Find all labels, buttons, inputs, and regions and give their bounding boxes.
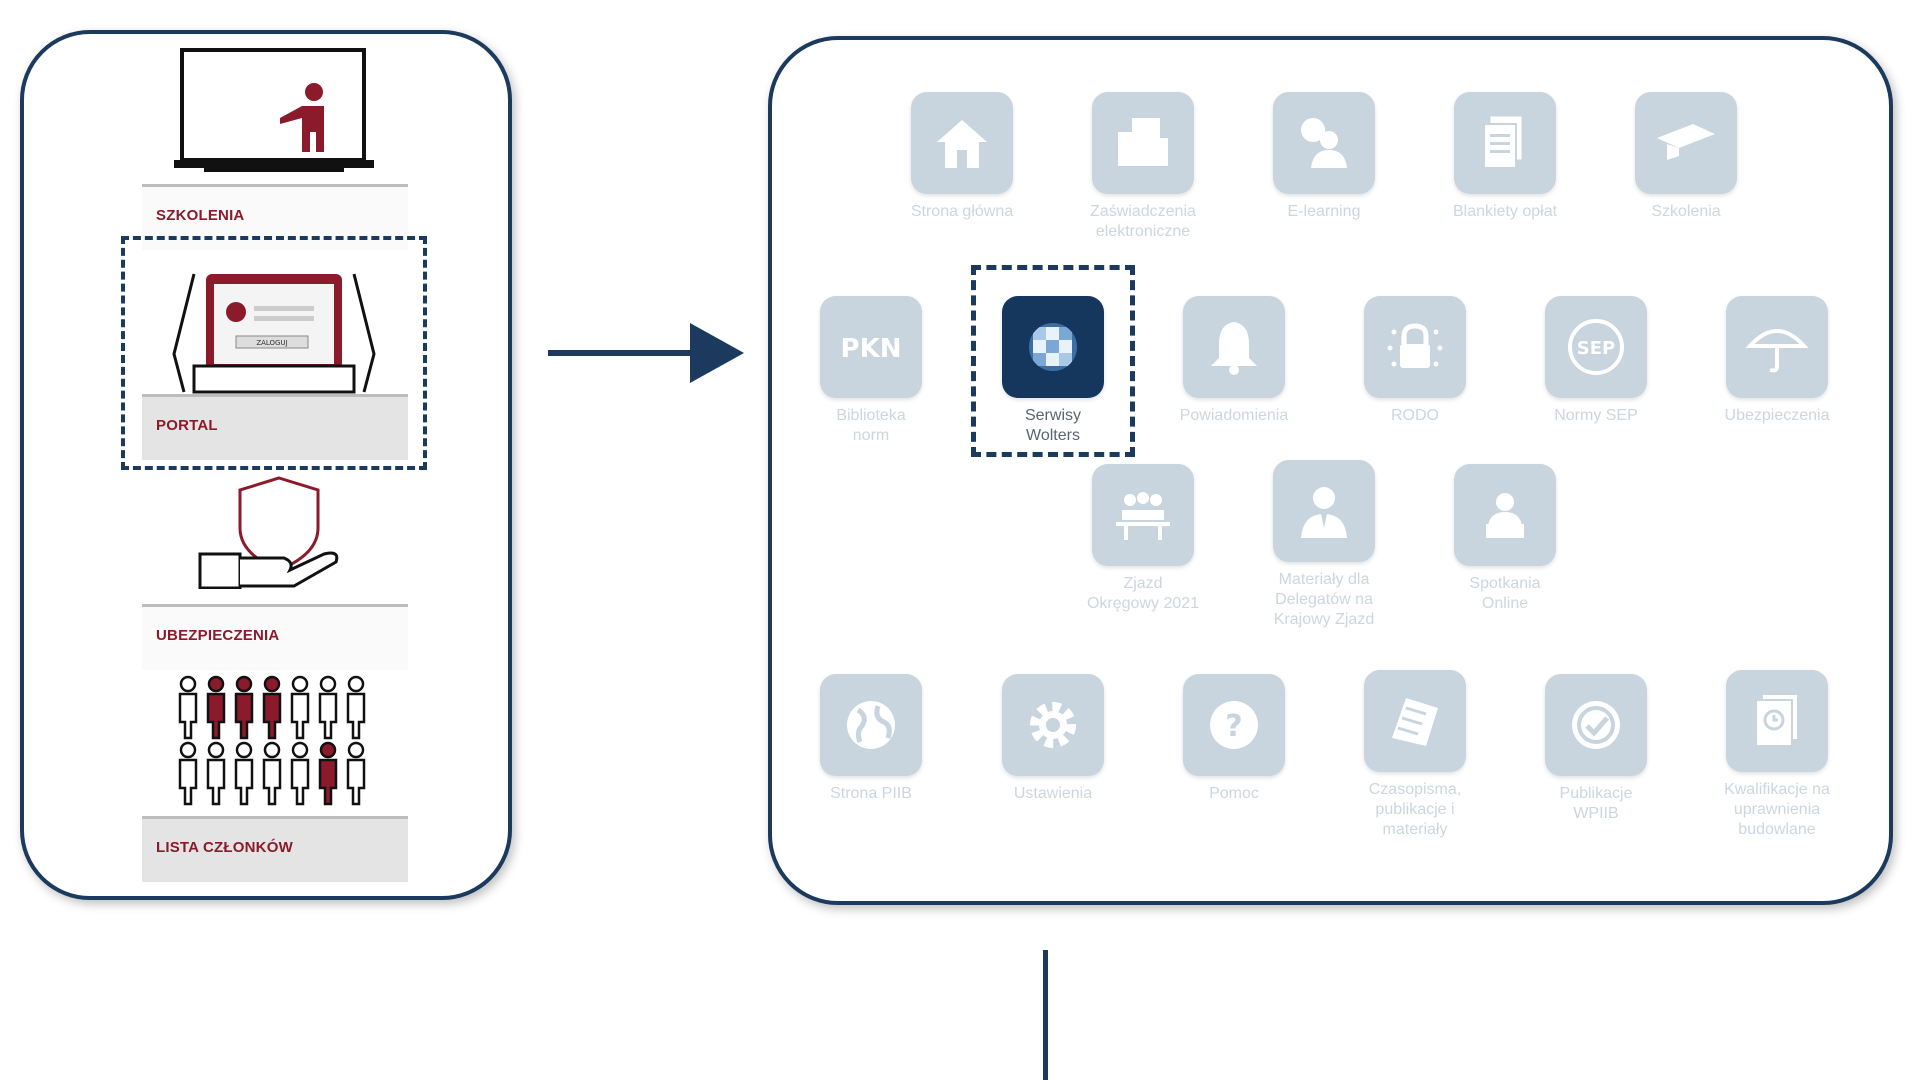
tile-label: Kwalifikacje na uprawnienia budowlane <box>1724 781 1830 838</box>
tile-normy-sep[interactable]: SEP Normy SEP <box>1506 296 1686 426</box>
tile-zjazd-okregowy[interactable]: Zjazd Okręgowy 2021 <box>1053 464 1233 614</box>
tile-label: Serwisy Wolters <box>1024 407 1081 444</box>
presentation-icon <box>174 48 374 172</box>
svg-text:PKN: PKN <box>841 334 902 364</box>
tile-label: Szkolenia <box>1651 203 1721 220</box>
tile-ubezpieczenia[interactable]: Ubezpieczenia <box>1687 296 1867 426</box>
tile-elearning[interactable]: E-learning <box>1234 92 1414 222</box>
tile-blankiety-oplat[interactable]: Blankiety opłat <box>1415 92 1595 222</box>
tile-label: Zjazd Okręgowy 2021 <box>1086 575 1200 612</box>
tile-label: Materiały dla Delegatów na Krajowy Zjazd <box>1273 571 1375 628</box>
tile-powiadomienia[interactable]: Powiadomienia <box>1144 296 1324 426</box>
pkn-logo-icon: PKN <box>841 334 902 364</box>
tile-label: Biblioteka norm <box>836 407 906 444</box>
menu-item-portal[interactable]: PORTAL <box>142 394 408 460</box>
tile-biblioteka-norm[interactable]: PKN Biblioteka norm <box>781 296 961 446</box>
tile-label: Zaświadczenia elektroniczne <box>1090 203 1196 240</box>
svg-text:SEP: SEP <box>1577 338 1615 359</box>
tile-label: E-learning <box>1287 203 1361 220</box>
meeting-icon <box>1116 492 1170 540</box>
wolters-selection-highlight <box>971 265 1135 457</box>
tile-kwalifikacje[interactable]: Kwalifikacje na uprawnienia budowlane <box>1687 670 1867 840</box>
lock-stars-icon <box>1387 323 1443 368</box>
tile-label: Publikacje WPIIB <box>1559 785 1633 822</box>
tile-szkolenia[interactable]: Szkolenia <box>1596 92 1776 222</box>
gear-icon <box>1030 702 1076 748</box>
tile-label: Blankiety opłat <box>1452 203 1558 220</box>
tile-label: Spotkania Online <box>1469 575 1541 612</box>
home-icon <box>937 120 987 168</box>
people-group-icon <box>178 675 366 806</box>
tile-publikacje-wpiib[interactable]: Publikacje WPIIB <box>1506 674 1686 824</box>
tile-rodo[interactable]: RODO <box>1325 296 1505 426</box>
tile-pomoc[interactable]: ? Pomoc <box>1144 674 1324 804</box>
tile-strona-glowna[interactable]: Strona główna <box>872 92 1052 222</box>
graduation-cap-icon <box>1657 124 1715 160</box>
menu-item-ubezpieczenia[interactable]: UBEZPIECZENIA <box>142 604 408 670</box>
tablet-login-icon: ZALOGUJ <box>172 273 376 394</box>
delegate-icon <box>1301 487 1347 538</box>
check-badge-icon <box>1572 701 1620 749</box>
documents-icon <box>1483 115 1523 169</box>
tile-label: Powiadomienia <box>1179 407 1289 424</box>
tile-ustawienia[interactable]: Ustawienia <box>963 674 1143 804</box>
arrow-right-icon <box>548 323 744 383</box>
shield-hand-icon <box>198 476 339 589</box>
menu-item-lista-czlonkow[interactable]: LISTA CZŁONKÓW <box>142 816 408 882</box>
bell-icon <box>1211 322 1257 375</box>
folder-icon <box>1118 118 1168 166</box>
tile-strona-piib[interactable]: Strona PIIB <box>781 674 961 804</box>
tile-czasopisma[interactable]: Czasopisma, publikacje i materiały <box>1325 670 1505 840</box>
tile-label: RODO <box>1391 407 1439 424</box>
sep-logo-icon: SEP <box>1568 319 1624 375</box>
help-icon: ? <box>1210 701 1258 749</box>
svg-text:?: ? <box>1225 709 1242 744</box>
tile-label: Pomoc <box>1209 785 1259 802</box>
tile-zaswiadczenia[interactable]: Zaświadczenia elektroniczne <box>1053 92 1233 242</box>
tablet-login-button-text: ZALOGUJ <box>256 339 287 347</box>
portal-selection-highlight <box>121 236 427 470</box>
tile-label: Ustawienia <box>1013 785 1093 802</box>
umbrella-icon <box>1745 329 1809 373</box>
tile-label: Strona PIIB <box>830 785 912 802</box>
left-menu-panel: SZKOLENIA ZALOGUJ PORTAL UBEZPIECZENIA <box>20 30 512 900</box>
tile-spotkania-online[interactable]: Spotkania Online <box>1415 464 1595 614</box>
wolters-globe-icon <box>1025 319 1081 375</box>
tile-serwisy-wolters[interactable]: Serwisy Wolters <box>963 296 1143 446</box>
magazine-icon <box>1392 698 1438 746</box>
tile-label: Czasopisma, publikacje i materiały <box>1368 781 1462 838</box>
certificate-icon <box>1755 693 1799 747</box>
tile-label: Ubezpieczenia <box>1724 407 1830 424</box>
tile-label: Strona główna <box>910 203 1014 220</box>
elearning-user-icon <box>1301 118 1347 168</box>
tile-materialy-delegatow[interactable]: Materiały dla Delegatów na Krajowy Zjazd <box>1234 460 1414 630</box>
tile-label: Normy SEP <box>1554 407 1638 424</box>
globe-icon <box>847 701 895 749</box>
connector-line <box>1043 950 1048 1080</box>
online-meeting-icon <box>1486 493 1524 538</box>
